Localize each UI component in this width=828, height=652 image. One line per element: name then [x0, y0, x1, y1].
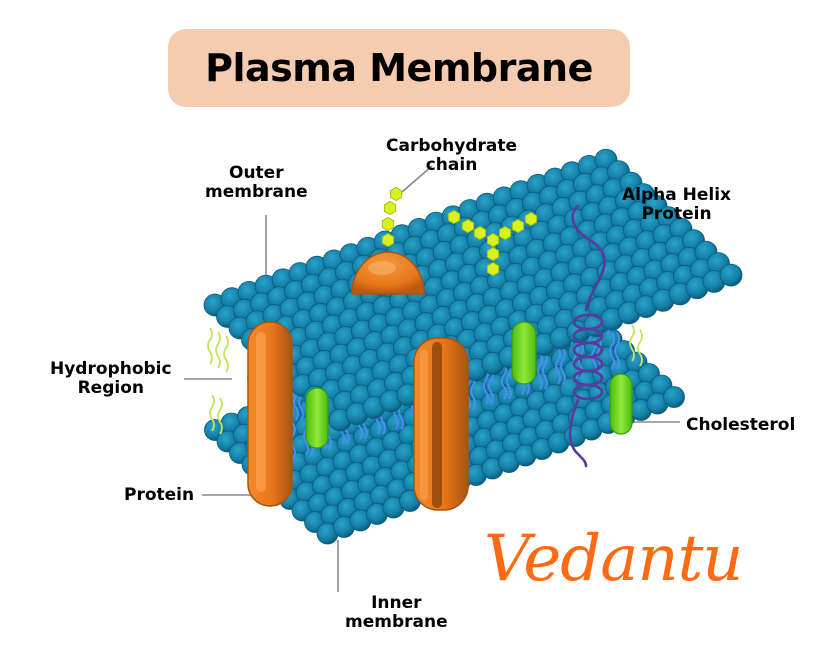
lipid-tail: [555, 347, 561, 385]
sugar-bead: [383, 200, 397, 216]
label-line: Inner: [371, 593, 422, 613]
label-protein: Protein: [124, 486, 194, 505]
lipid-tail: [483, 367, 489, 405]
label-carbohydrate-chain: Carbohydrate chain: [386, 137, 517, 175]
sugar-bead: [486, 232, 500, 248]
label-line: Region: [77, 378, 144, 398]
vedantu-logo: Vedantu: [484, 522, 743, 596]
label-cholesterol: Cholesterol: [686, 416, 795, 435]
lipid-tail: [501, 362, 507, 400]
page-title: Plasma Membrane: [205, 46, 593, 90]
hydrophobic-tail: [223, 335, 229, 373]
hydrophobic-tail: [207, 327, 213, 365]
carbohydrate-chains: [381, 186, 538, 277]
label-outer-membrane: Outer membrane: [205, 164, 308, 202]
sugar-bead: [473, 225, 487, 241]
sugar-bead: [486, 261, 500, 277]
lipid-tail: [614, 332, 620, 370]
sugar-bead: [524, 211, 538, 227]
label-line: chain: [425, 155, 478, 175]
protein-channel: [413, 337, 469, 511]
protein-dome: [351, 251, 425, 295]
sugar-bead: [381, 232, 395, 248]
label-alpha-helix-protein: Alpha Helix Protein: [622, 186, 731, 224]
label-line: membrane: [345, 612, 448, 632]
sugar-bead: [389, 186, 403, 202]
lipid-tail: [560, 347, 566, 385]
label-line: Carbohydrate: [386, 136, 518, 156]
label-line: Alpha Helix: [622, 185, 732, 205]
hydrophobic-tail: [217, 397, 223, 435]
hydrophobic-tail: [629, 324, 635, 362]
hydrophobic-tail: [209, 394, 215, 432]
sugar-bead: [461, 218, 475, 234]
lipid-head: [719, 263, 743, 287]
sugar-bead: [447, 209, 461, 225]
protein-left: [247, 321, 293, 507]
cholesterol-molecules: [305, 321, 633, 449]
sugar-bead: [381, 216, 395, 232]
sugar-bead: [486, 246, 500, 262]
lipid-tail: [537, 352, 543, 390]
sugar-bead: [498, 225, 512, 241]
label-line: Hydrophobic: [50, 359, 172, 379]
alpha-helix-protein: [568, 204, 606, 468]
label-inner-membrane: Inner membrane: [345, 594, 448, 632]
leader-carbohydrate: [401, 165, 433, 193]
label-line: Outer: [229, 163, 284, 183]
label-line: membrane: [205, 182, 308, 202]
hydrophobic-tail: [637, 329, 643, 367]
label-hydrophobic-region: Hydrophobic Region: [50, 360, 172, 398]
hydrophobic-tail: [215, 331, 221, 369]
lipid-tail: [578, 342, 584, 380]
sugar-bead: [511, 218, 525, 234]
lipid-tail: [609, 332, 615, 370]
lipid-head: [663, 386, 685, 408]
lipid-tail: [506, 362, 512, 400]
label-line: Cholesterol: [686, 415, 796, 435]
title-banner: Plasma Membrane: [168, 29, 630, 107]
label-line: Protein: [641, 204, 712, 224]
label-line: Protein: [124, 485, 195, 505]
lipid-tail: [542, 352, 548, 390]
